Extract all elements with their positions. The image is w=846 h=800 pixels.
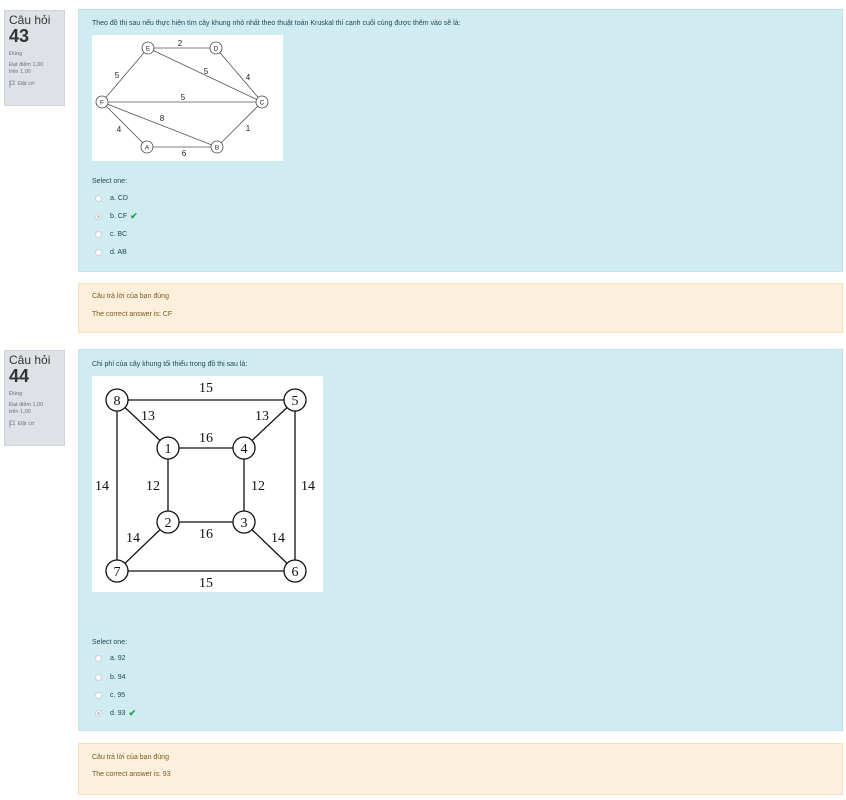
radio-button[interactable] <box>95 654 102 662</box>
edge-weight: 12 <box>146 479 160 494</box>
node-label: D <box>214 46 219 53</box>
node-label: B <box>215 145 219 152</box>
select-one-prompt: Select one: <box>92 178 128 185</box>
answer-option-c[interactable]: c. BC <box>95 229 127 239</box>
flag-question-button[interactable]: Đặt cờ <box>9 80 60 88</box>
question-number: 44 <box>9 366 30 386</box>
option-label: b. 94 <box>110 673 126 681</box>
grade-line-2: trên 1,00 <box>9 409 31 415</box>
edge-weight: 13 <box>141 409 155 424</box>
node-label: 2 <box>165 516 172 531</box>
question-feedback-44: Câu trả lời của bạn đúng The correct ans… <box>78 743 843 795</box>
question-info-44: Câu hỏi 44 Đúng Đạt điểm 1,00 trên 1,00 … <box>4 350 65 446</box>
question-number: 43 <box>9 26 30 46</box>
question-grade: Đạt điểm 1,00 trên 1,00 <box>9 402 60 416</box>
question-text: Chi phí của cây khung tối thiểu trong đồ… <box>92 361 248 368</box>
edge-weight: 5 <box>115 71 120 80</box>
edge-weight: 15 <box>199 576 213 591</box>
option-label: b. CF <box>110 212 128 220</box>
radio-button[interactable] <box>95 194 102 202</box>
question-state: Đúng <box>9 51 23 57</box>
grade-line-1: Đạt điểm 1,00 <box>9 62 44 68</box>
node-label: C <box>260 100 265 107</box>
edge-weight: 4 <box>117 125 122 134</box>
edge-weight: 2 <box>178 39 183 48</box>
edge-weight: 16 <box>199 431 213 446</box>
radio-button[interactable] <box>95 673 102 681</box>
feedback-text: Câu trả lời của bạn đúng <box>92 754 169 761</box>
grade-line-2: trên 1,00 <box>9 69 31 75</box>
edge-weight: 14 <box>126 531 140 546</box>
question-grade: Đạt điểm 1,00 trên 1,00 <box>9 62 60 76</box>
answer-option-d[interactable]: d. 93 ✔ <box>95 708 136 718</box>
answer-option-b[interactable]: b. 94 <box>95 672 126 682</box>
edge-weight: 14 <box>271 531 285 546</box>
question-state: Đúng <box>9 391 23 397</box>
node-label: E <box>146 46 151 53</box>
option-label: d. 93 <box>110 709 126 717</box>
question-label: Câu hỏi <box>9 13 51 27</box>
option-label: d. AB <box>110 248 127 256</box>
node-label: 4 <box>241 442 248 457</box>
radio-button[interactable] <box>95 691 102 699</box>
edge-weight: 8 <box>160 114 165 123</box>
question-text: Theo đồ thị sau nếu thực hiện tìm cây kh… <box>92 20 461 27</box>
answer-option-a[interactable]: a. CD <box>95 193 128 203</box>
radio-button-selected[interactable] <box>95 709 102 717</box>
right-answer-text: The correct answer is: CF <box>92 311 173 318</box>
question-formulation-43: Theo đồ thị sau nếu thực hiện tìm cây kh… <box>78 9 843 272</box>
question-formulation-44: Chi phí của cây khung tối thiểu trong đồ… <box>78 349 843 731</box>
node-label: 5 <box>292 394 299 409</box>
answer-option-d[interactable]: d. AB <box>95 247 127 257</box>
node-label: F <box>100 100 104 107</box>
flag-icon <box>9 80 16 88</box>
feedback-text: Câu trả lời của bạn đúng <box>92 293 169 300</box>
right-answer-text: The correct answer is: 93 <box>92 771 171 778</box>
option-label: a. 92 <box>110 654 126 662</box>
option-label: c. BC <box>110 230 128 238</box>
graph-nodes <box>105 388 307 583</box>
edge-weight: 12 <box>251 479 265 494</box>
node-label: 1 <box>165 442 172 457</box>
node-label: A <box>145 145 150 152</box>
edge-weight: 15 <box>199 381 213 396</box>
question-info-43: Câu hỏi 43 Đúng Đạt điểm 1,00 trên 1,00 … <box>4 10 65 106</box>
edge-weight: 5 <box>204 67 209 76</box>
graph-nodes <box>95 41 269 154</box>
question-feedback-43: Câu trả lời của bạn đúng The correct ans… <box>78 283 843 333</box>
radio-button-selected[interactable] <box>95 212 102 220</box>
node-label: 8 <box>114 394 121 409</box>
radio-button[interactable] <box>95 230 102 238</box>
edge-weight: 6 <box>182 149 187 158</box>
flag-icon <box>9 420 16 428</box>
flag-label: Đặt cờ <box>18 80 35 87</box>
flag-question-button[interactable]: Đặt cờ <box>9 420 60 428</box>
edge-weight: 1 <box>246 124 251 133</box>
correct-check-icon: ✔ <box>130 210 138 221</box>
question-label: Câu hỏi <box>9 353 51 367</box>
edge-weight: 13 <box>255 409 269 424</box>
node-label: 7 <box>114 565 121 580</box>
flag-label: Đặt cờ <box>18 420 35 427</box>
edge-weight: 16 <box>199 527 213 542</box>
graph-figure: E D F C A B 2 5 4 5 5 8 1 4 6 <box>92 35 283 161</box>
select-one-prompt: Select one: <box>92 639 128 646</box>
answer-option-b[interactable]: b. CF ✔ <box>95 211 138 221</box>
node-label: 3 <box>241 516 248 531</box>
edge-weight: 14 <box>301 479 315 494</box>
grade-line-1: Đạt điểm 1,00 <box>9 402 44 408</box>
correct-check-icon: ✔ <box>128 707 137 718</box>
answer-option-a[interactable]: a. 92 <box>95 653 126 663</box>
answer-option-c[interactable]: c. 95 <box>95 690 125 700</box>
option-label: c. 95 <box>110 691 126 699</box>
edge-weight: 14 <box>95 479 109 494</box>
option-label: a. CD <box>110 194 128 202</box>
edge-weight: 5 <box>181 93 186 102</box>
graph-figure: 8 5 1 4 2 3 7 6 15 13 13 16 14 12 12 14 … <box>92 376 323 592</box>
edge-weight: 4 <box>246 73 251 82</box>
node-label: 6 <box>292 565 299 580</box>
radio-button[interactable] <box>95 248 102 256</box>
